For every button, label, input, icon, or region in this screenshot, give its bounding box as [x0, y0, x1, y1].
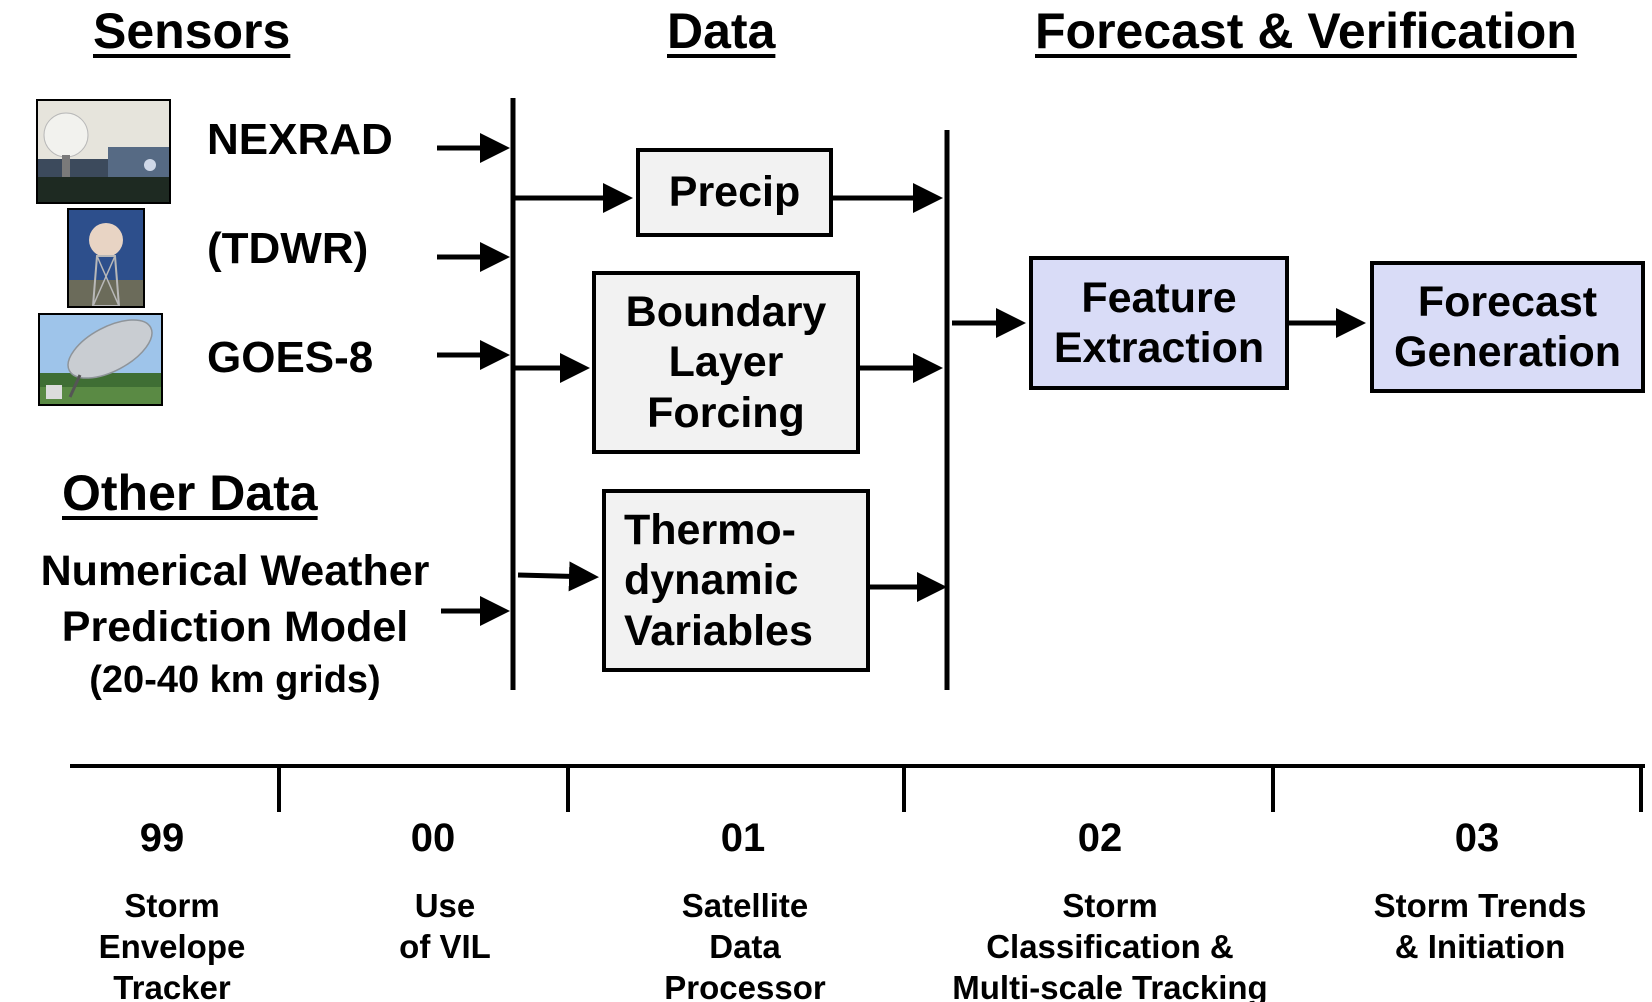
sensor-label-goes: GOES-8	[207, 333, 374, 382]
timeline-project-label: Storm Classification & Multi-scale Track…	[952, 887, 1268, 1002]
timeline-project-label: Satellite Data Processor	[664, 887, 826, 1002]
forecast-generation-label: Forecast Generation	[1394, 277, 1621, 376]
sensor-label-nexrad: NEXRAD	[207, 115, 393, 164]
timeline-year: 02	[1077, 816, 1123, 860]
timeline-project-label: Use of VIL	[399, 887, 491, 965]
header-forecast-verification: Forecast & Verification	[1035, 3, 1577, 59]
nexrad-radar-photo	[36, 99, 171, 204]
feature-extraction-box: Feature Extraction	[1029, 256, 1289, 390]
nwp-label-line1: Numerical Weather	[40, 547, 430, 595]
timeline-year: 99	[139, 816, 185, 860]
thermodynamic-variables-box: Thermo- dynamic Variables	[602, 489, 870, 672]
boundary-layer-forcing-label: Boundary Layer Forcing	[625, 288, 827, 437]
boundary-layer-forcing-box: Boundary Layer Forcing	[592, 271, 860, 454]
precip-box: Precip	[636, 148, 833, 237]
header-sensors: Sensors	[93, 3, 291, 59]
thermodynamic-variables-label: Thermo- dynamic Variables	[624, 506, 813, 655]
header-other-data: Other Data	[62, 465, 318, 521]
sensor-label-tdwr: (TDWR)	[207, 224, 369, 273]
timeline-project-label: Storm Trends & Initiation	[1373, 887, 1587, 965]
goes-satellite-dish-photo	[38, 313, 163, 406]
timeline-year: 03	[1454, 816, 1500, 860]
timeline-year: 00	[410, 816, 456, 860]
forecast-generation-box: Forecast Generation	[1370, 261, 1645, 393]
bus-to-thermo-arrow	[517, 561, 599, 592]
tdwr-radar-photo	[67, 208, 145, 308]
feature-extraction-label: Feature Extraction	[1053, 273, 1265, 372]
header-data: Data	[667, 3, 776, 59]
nwp-label-line2: Prediction Model	[61, 603, 409, 651]
timeline-year: 01	[720, 816, 766, 860]
precip-box-label: Precip	[668, 168, 801, 217]
timeline-project-label: Storm Envelope Tracker	[98, 887, 246, 1002]
nwp-label-line3: (20-40 km grids)	[89, 659, 381, 701]
